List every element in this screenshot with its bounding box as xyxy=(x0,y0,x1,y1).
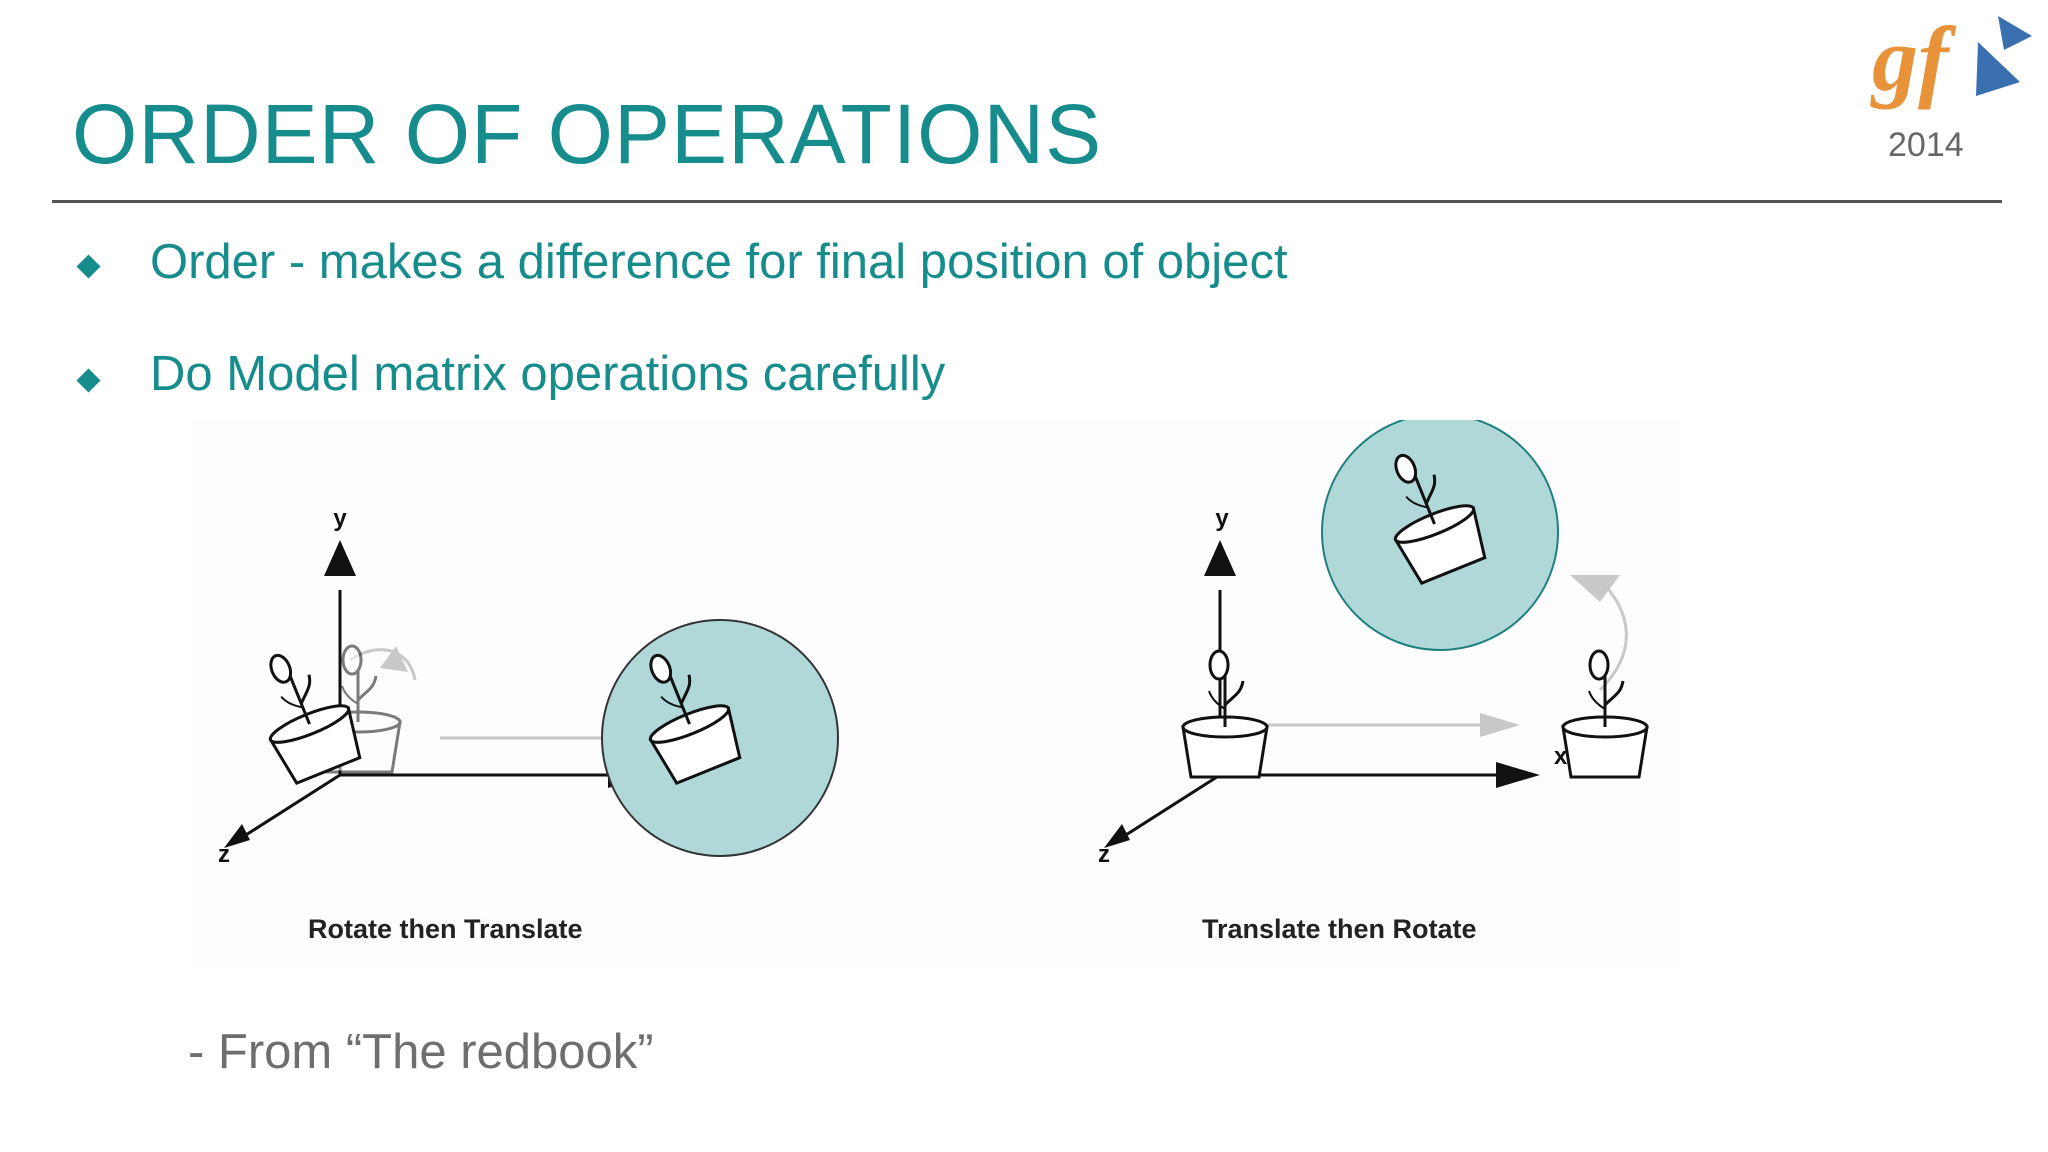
bullet-diamond-icon xyxy=(76,254,101,279)
left-axes xyxy=(224,540,652,848)
left-z-axis-label: z xyxy=(218,841,230,868)
left-caption: Rotate then Translate xyxy=(308,914,583,944)
bullet-item-2: Do Model matrix operations carefully xyxy=(150,347,946,401)
source-note: - From “The redbook” xyxy=(188,1025,654,1079)
figure-illustration: y x z y x z xyxy=(218,420,1649,868)
right-y-axis-label: y xyxy=(1215,505,1229,532)
gf-logo-icon: gf xyxy=(1870,12,2032,110)
title-divider xyxy=(52,200,2002,203)
bullet-item-1: Order - makes a difference for final pos… xyxy=(150,235,1288,289)
right-z-axis-label: z xyxy=(1098,841,1110,868)
right-x-axis-label: x xyxy=(1554,743,1568,770)
transform-order-figure: y x z y x z Rot xyxy=(190,420,1680,970)
right-caption: Translate then Rotate xyxy=(1202,914,1477,944)
bullet-diamond-icon xyxy=(76,368,101,393)
svg-text:gf: gf xyxy=(1870,12,1957,110)
slide-title: ORDER OF OPERATIONS xyxy=(72,87,1103,181)
logo-year: 2014 xyxy=(1888,126,1964,164)
left-y-axis-label: y xyxy=(333,505,347,532)
